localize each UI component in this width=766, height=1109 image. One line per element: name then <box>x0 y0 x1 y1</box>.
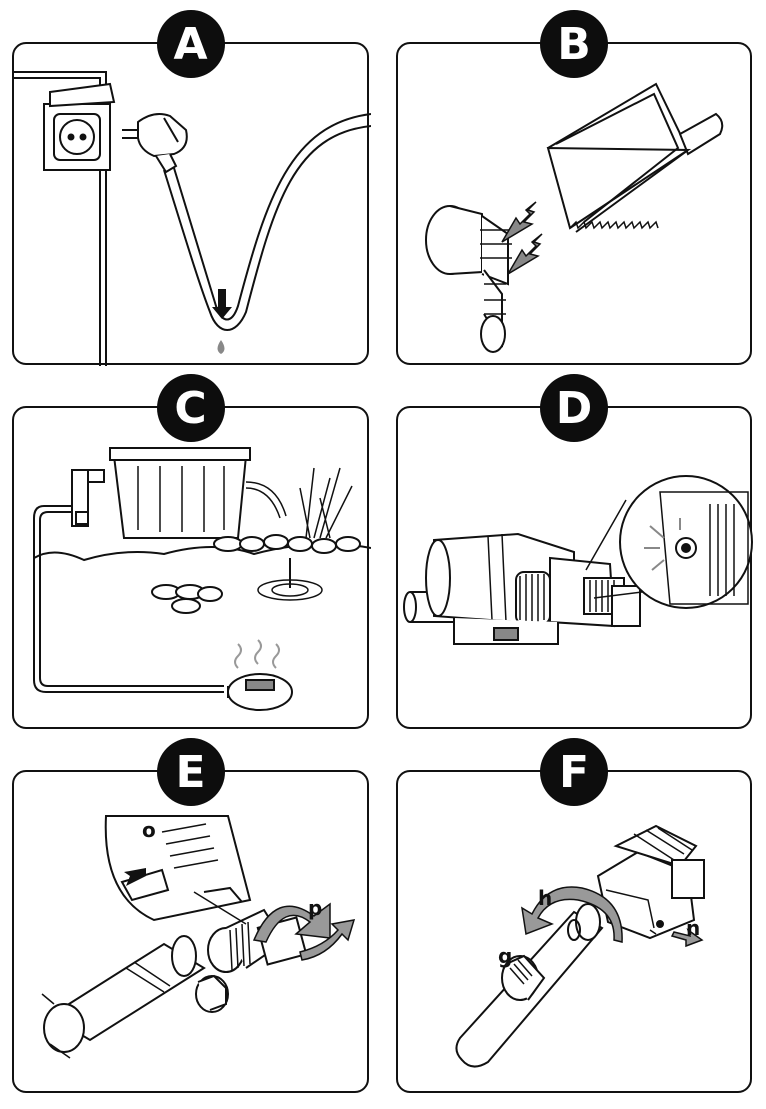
hose-tail-saw-illustration <box>425 82 724 353</box>
callout-p: p <box>308 896 323 920</box>
panel-a-letter: A <box>156 10 225 78</box>
panel-d: D <box>396 374 753 729</box>
remove-head-illustration <box>41 815 356 1059</box>
mounted-unit-illustration <box>403 475 753 645</box>
panel-f-letter: F <box>540 738 608 806</box>
panel-b-letter: B <box>540 10 608 78</box>
panel-a: A <box>12 10 371 366</box>
quartz-tube-illustration <box>455 824 705 1068</box>
callout-o: o <box>142 818 156 842</box>
panel-e-letter: E <box>156 738 225 806</box>
panel-c-letter: C <box>156 374 225 442</box>
drip-loop-illustration <box>14 71 371 366</box>
callout-h: h <box>538 886 553 910</box>
panel-e: o p E <box>12 738 369 1093</box>
pond-installation-illustration <box>33 447 371 711</box>
panel-f: h g n F <box>396 738 752 1093</box>
panel-d-letter: D <box>540 374 608 442</box>
callout-g: g <box>498 944 513 968</box>
panel-b: B <box>396 10 752 365</box>
callout-n: n <box>686 916 701 940</box>
panel-c: C <box>12 374 371 729</box>
